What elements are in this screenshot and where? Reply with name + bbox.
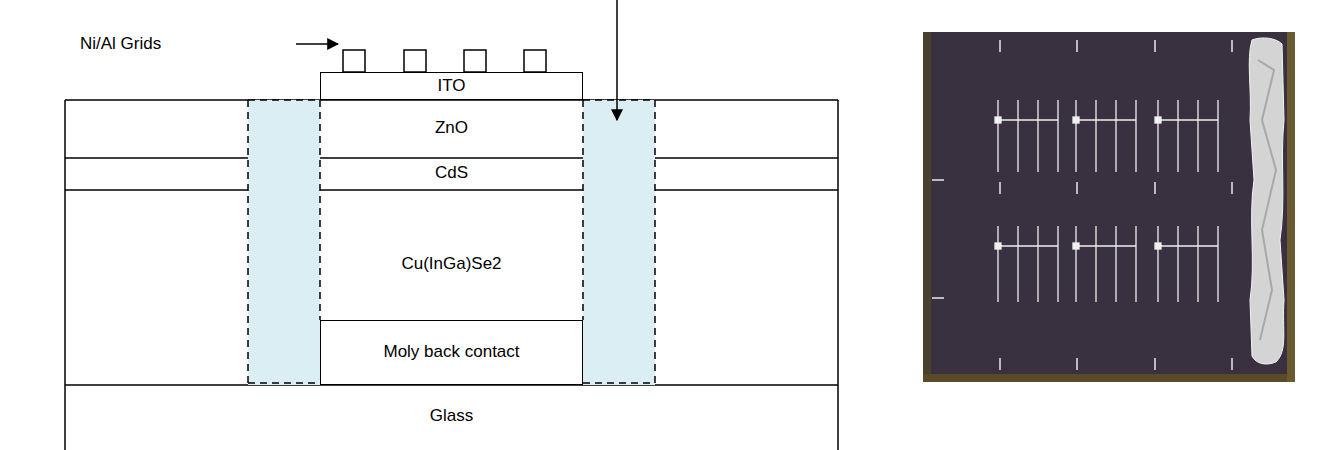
contact-pad: [1155, 117, 1161, 123]
contact-pad: [1073, 117, 1079, 123]
finger-line: [1017, 226, 1018, 302]
scribe-columns: [248, 100, 655, 385]
cds-layer: CdS: [65, 158, 838, 190]
finger-line: [997, 100, 998, 172]
layer-name: Cu(InGa)Se2: [65, 254, 838, 274]
contact-pad: [995, 243, 1001, 249]
finger-line: [1177, 226, 1178, 302]
finger-line: [1217, 226, 1218, 302]
finger-line: [1075, 226, 1076, 302]
glass-substrate: Glass: [65, 385, 838, 450]
finger-line: [1057, 226, 1058, 302]
leader-arrow: [296, 43, 338, 45]
finger-line: [1095, 226, 1096, 302]
finger-line: [1075, 100, 1076, 172]
finger-line: [997, 226, 998, 302]
device-photo: [923, 32, 1295, 382]
finger-line: [1157, 100, 1158, 172]
layer-name: Glass: [65, 406, 838, 426]
finger-line: [1115, 100, 1116, 172]
contact-pad: [1073, 243, 1079, 249]
finger-line: [1135, 226, 1136, 302]
contact-pad: [1155, 243, 1161, 249]
finger-line: [1095, 100, 1096, 172]
finger-line: [1115, 226, 1116, 302]
finger-line: [1057, 100, 1058, 172]
finger-line: [1135, 100, 1136, 172]
scribe-arrow: [616, 0, 618, 120]
moly-layer: Moly back contact: [320, 320, 583, 385]
zno-layer: ZnO: [65, 100, 838, 158]
layer-name: ITO: [321, 76, 582, 96]
layer-name: ZnO: [65, 118, 838, 138]
finger-line: [1177, 100, 1178, 172]
finger-line: [1037, 100, 1038, 172]
cigs-layer: Cu(InGa)Se2Moly back contact: [65, 190, 838, 385]
finger-line: [1197, 226, 1198, 302]
grid-label: Ni/Al Grids: [80, 34, 161, 54]
layer-name: Moly back contact: [321, 342, 582, 362]
grid-fingers: [343, 50, 546, 72]
busbar-line: [998, 119, 1058, 120]
contact-pad: [995, 117, 1001, 123]
busbar-line: [1076, 245, 1136, 246]
ito-layer: ITO: [320, 72, 583, 100]
busbar-line: [1158, 245, 1218, 246]
finger-line: [1197, 100, 1198, 172]
finger-line: [1037, 226, 1038, 302]
busbar-line: [998, 245, 1058, 246]
busbar-line: [1158, 119, 1218, 120]
layer-name: CdS: [65, 163, 838, 183]
finger-line: [1157, 226, 1158, 302]
layer-lines: [65, 100, 838, 450]
finger-line: [1217, 100, 1218, 172]
busbar-line: [1076, 119, 1136, 120]
finger-line: [1017, 100, 1018, 172]
